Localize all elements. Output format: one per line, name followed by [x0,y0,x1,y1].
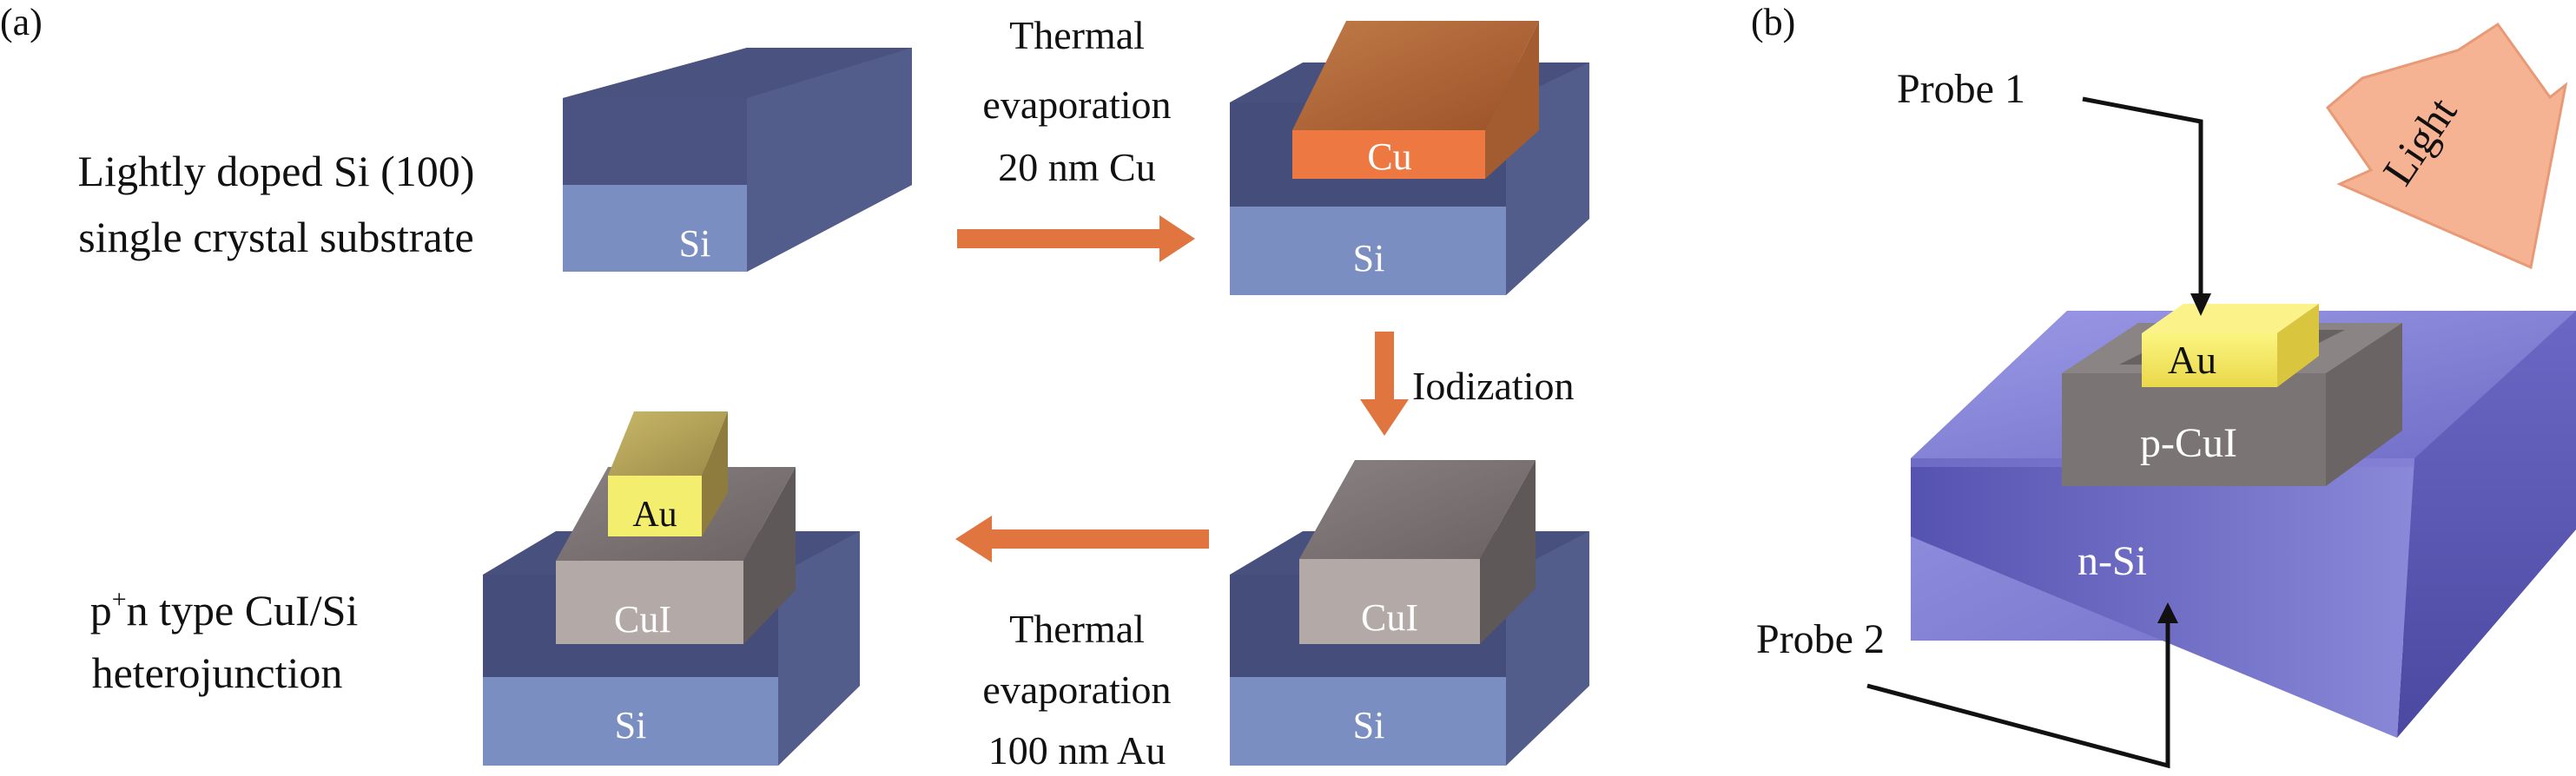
start-caption-line1: Lightly doped Si (100) [78,147,475,195]
panel-a-label: (a) [0,1,43,43]
si-label-2: Si [1353,237,1385,279]
p-cui-label: p-CuI [2140,420,2237,466]
step1-line3: 20 nm Cu [998,145,1155,189]
final-caption-line2: heterojunction [92,648,343,697]
au-label-4: Au [632,495,677,535]
cu-label: Cu [1367,135,1411,178]
si-label-4: Si [615,704,647,746]
probe-1-wire [2082,96,2211,316]
final-caption-line1: p+n type CuI/Si [90,585,359,635]
panel-b-label: (b) [1751,1,1795,43]
probe-1-label: Probe 1 [1897,66,2025,112]
cui-label-3: CuI [1361,596,1418,639]
light-arrow-icon [2325,22,2568,270]
si-substrate-block-1: Si [563,48,912,272]
arrow-left [955,516,1209,562]
step3-line3: 100 nm Au [988,728,1166,773]
si-cu-block: Cu Si [1230,21,1589,295]
si-label-3: Si [1353,704,1385,746]
si-cui-block: CuI Si [1230,460,1589,766]
au-label-b: Au [2168,338,2216,382]
probe-2-wire [1866,602,2178,769]
step3-line1: Thermal [1009,607,1145,651]
arrow-down [1360,332,1409,436]
step3-line2: evaporation [982,667,1171,712]
final-heterojunction-block: Au CuI Si [483,411,860,766]
cui-label-4: CuI [614,598,671,641]
step1-line1: Thermal [1009,13,1145,57]
step2-label: Iodization [1412,364,1575,408]
arrow-right-1 [957,215,1195,262]
probe-2-label: Probe 2 [1756,616,1885,662]
step1-line2: evaporation [982,82,1171,127]
n-si-label: n-Si [2077,538,2147,584]
si-label-1: Si [679,222,711,265]
au-pad: Au [2142,304,2319,387]
start-caption-line2: single crystal substrate [78,213,473,261]
